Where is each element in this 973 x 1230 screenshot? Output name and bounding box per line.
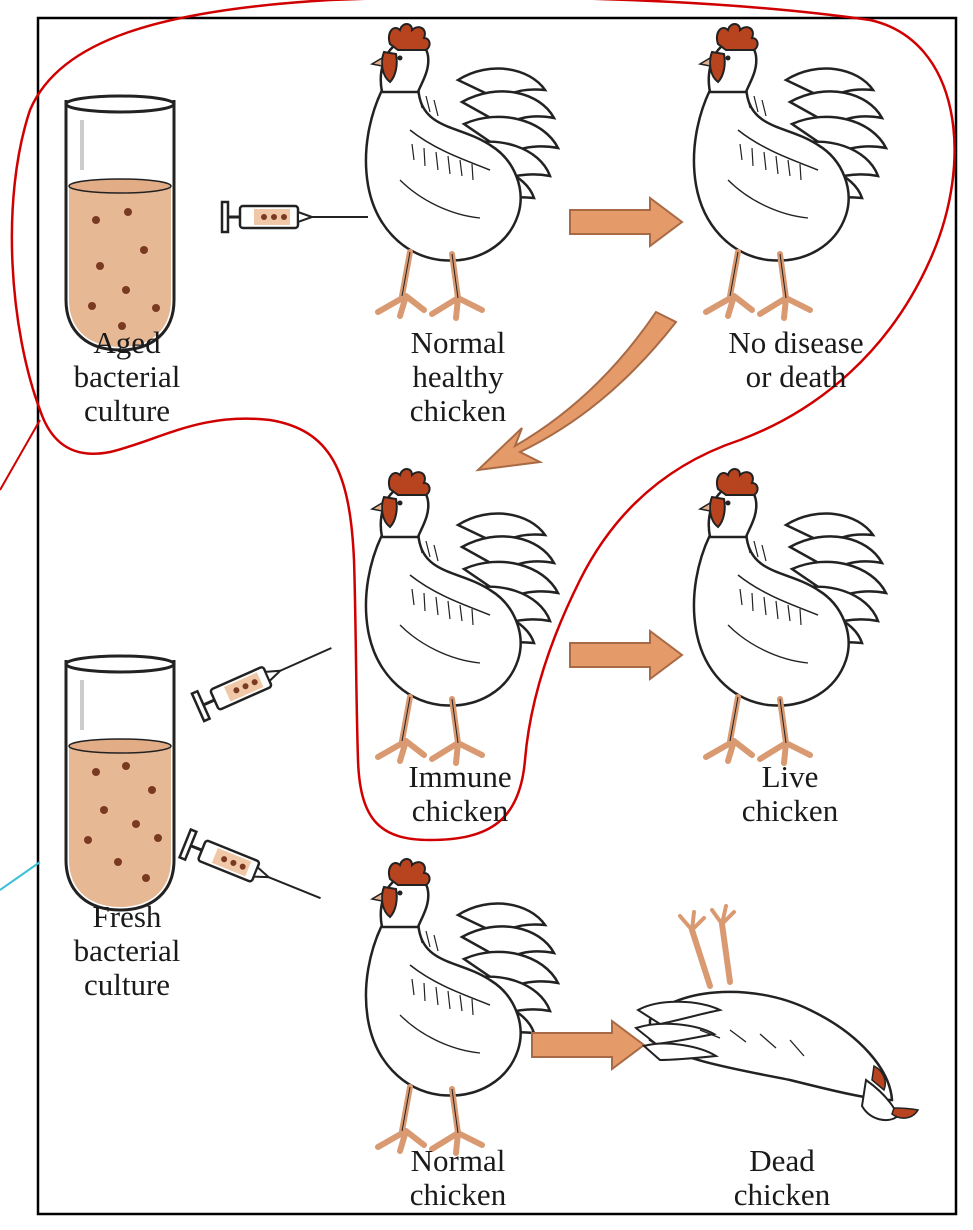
label-line: No disease: [706, 326, 886, 360]
chicken-icon: [694, 24, 886, 318]
label-line: chicken: [712, 1178, 852, 1212]
syringe-icon: [180, 830, 327, 913]
chicken-icon: [366, 469, 558, 763]
arrow-icon: [570, 198, 682, 246]
aged-culture-label: Aged bacterial culture: [62, 326, 192, 428]
normal-healthy-label: Normal healthy chicken: [388, 326, 528, 428]
immune-label: Immune chicken: [390, 760, 530, 828]
chicken-icon: [366, 859, 558, 1153]
annotation-line: [0, 862, 40, 890]
test-tube-icon: [66, 96, 174, 350]
label-line: Aged: [62, 326, 192, 360]
dead-chicken-icon: [636, 906, 918, 1120]
label-line: Normal: [388, 326, 528, 360]
label-line: culture: [62, 394, 192, 428]
test-tube-icon: [66, 656, 174, 910]
label-line: healthy: [388, 360, 528, 394]
annotation-line: [0, 420, 40, 490]
arrow-icon: [570, 631, 682, 679]
label-line: Immune: [390, 760, 530, 794]
normal-label: Normal chicken: [388, 1144, 528, 1212]
label-line: Normal: [388, 1144, 528, 1178]
label-line: Fresh: [62, 900, 192, 934]
label-line: culture: [62, 968, 192, 1002]
chicken-icon: [694, 469, 886, 763]
live-label: Live chicken: [720, 760, 860, 828]
label-line: chicken: [388, 394, 528, 428]
label-line: chicken: [388, 1178, 528, 1212]
fresh-culture-label: Fresh bacterial culture: [62, 900, 192, 1002]
label-line: bacterial: [62, 934, 192, 968]
no-disease-label: No disease or death: [706, 326, 886, 394]
syringe-icon: [192, 634, 338, 721]
syringe-icon: [222, 202, 368, 232]
label-line: or death: [706, 360, 886, 394]
label-line: Dead: [712, 1144, 852, 1178]
chicken-icon: [366, 24, 558, 318]
arrow-icon: [532, 1021, 644, 1069]
label-line: chicken: [390, 794, 530, 828]
label-line: Live: [720, 760, 860, 794]
label-line: bacterial: [62, 360, 192, 394]
label-line: chicken: [720, 794, 860, 828]
dead-label: Dead chicken: [712, 1144, 852, 1212]
